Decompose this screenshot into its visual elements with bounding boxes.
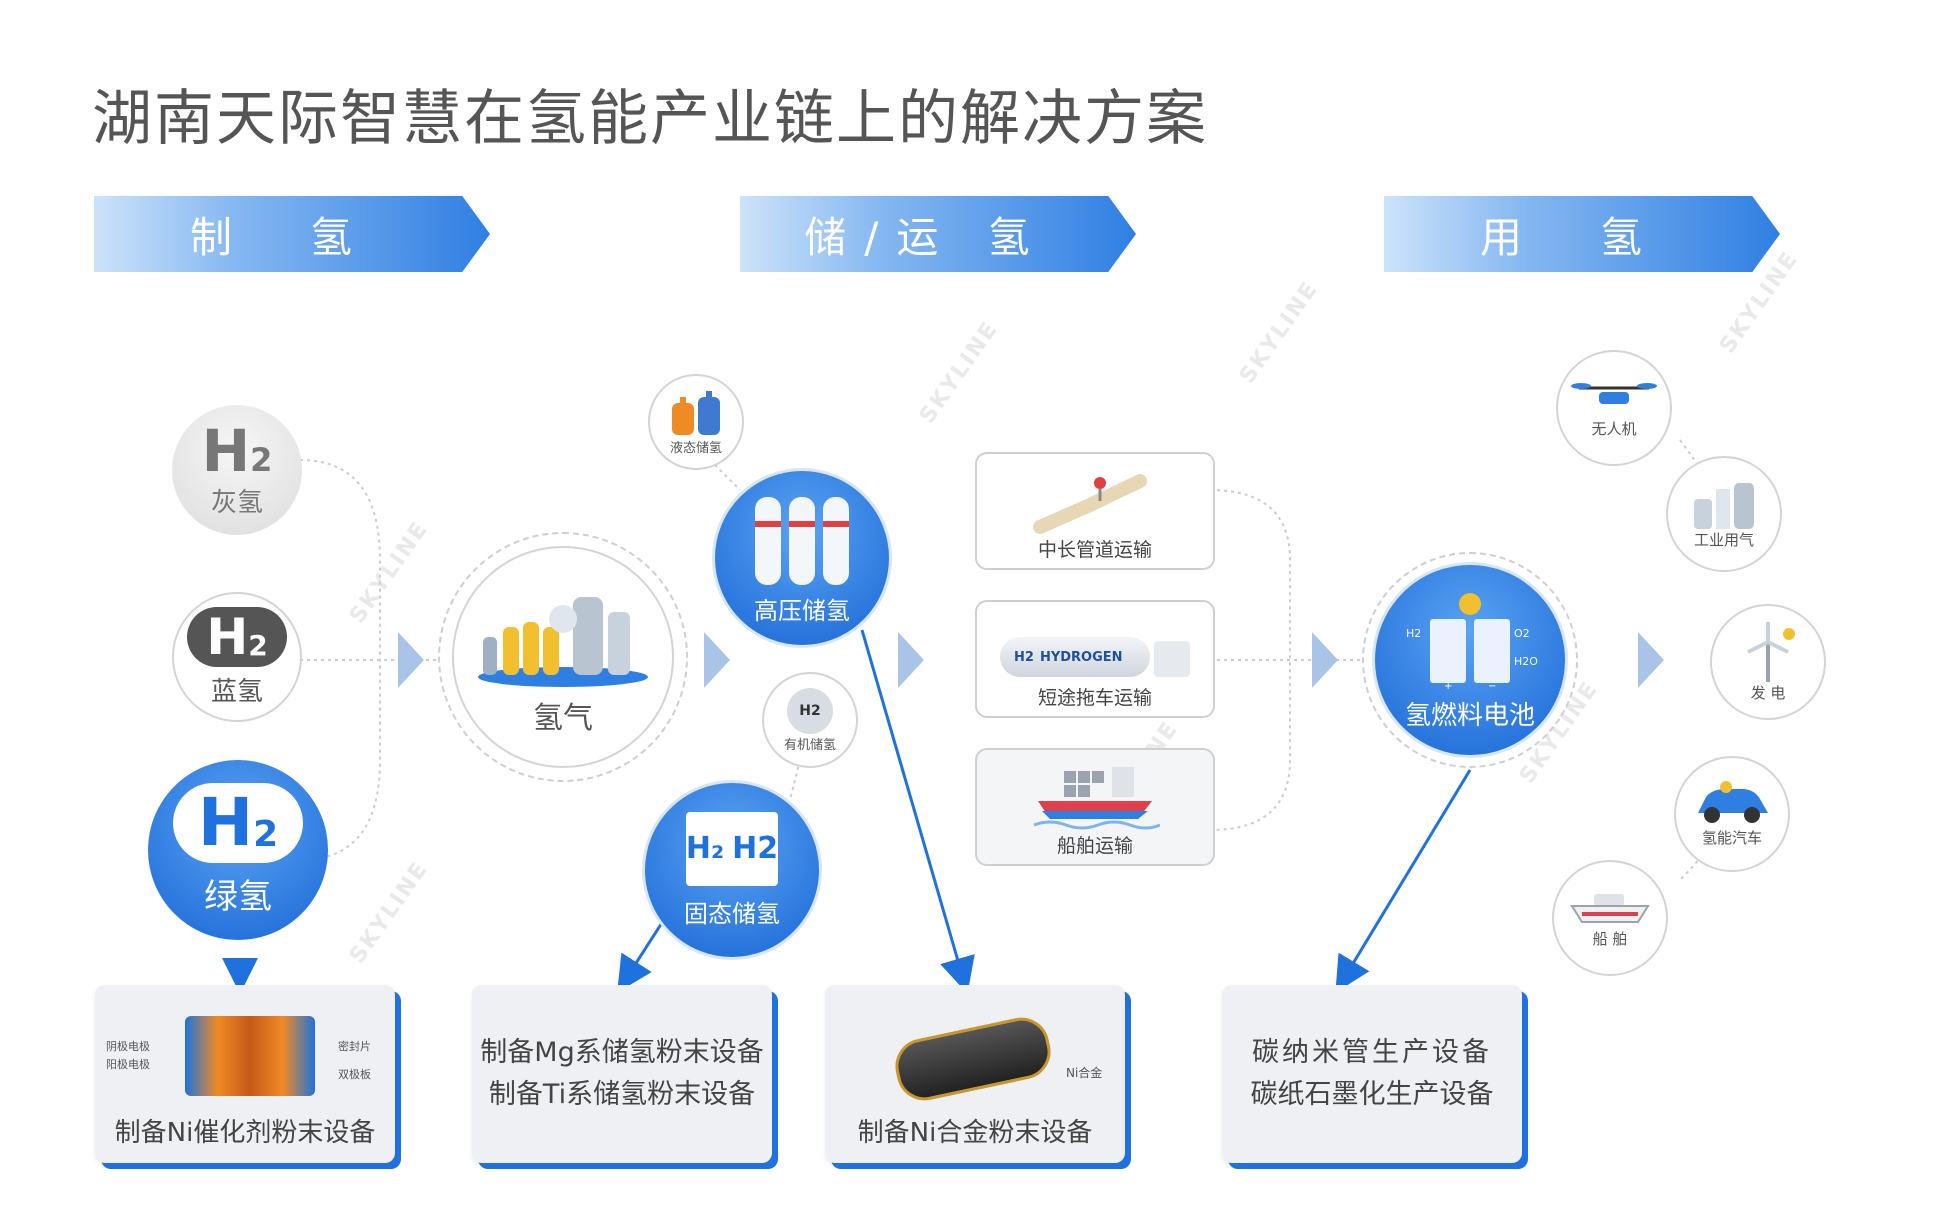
high-pressure-storage-label: 高压储氢 [754, 596, 850, 625]
equipment-card-cnt-label: 碳纳米管生产设备 [1252, 1037, 1492, 1068]
fuel-cell-minus: − [1488, 680, 1497, 692]
green-hydrogen-label: 绿氢 [204, 876, 272, 917]
high-pressure-storage-node: 高压储氢 [712, 468, 892, 648]
liquid-storage-label: 液态储氢 [669, 440, 722, 456]
organic-storage-label: 有机储氢 [783, 737, 836, 753]
use-drone-node: 无人机 [1556, 350, 1672, 466]
stage-banner-usage: 用 氢 [1384, 196, 1780, 272]
callout-seal: 密封片 [338, 1039, 371, 1053]
use-industrial-gas-label: 工业用气 [1693, 530, 1754, 549]
flow-chevron [704, 632, 730, 688]
fuel-cell-h2-in: H2 [1406, 626, 1422, 640]
electrolyzer-icon: 阴极电极 阳极电极 密封片 双极板 [100, 1006, 390, 1106]
callout-anode: 阳极电极 [106, 1057, 150, 1071]
ship-transport-box: 船舶运输 [975, 748, 1215, 866]
flow-chevron [1638, 632, 1664, 688]
page-title: 湖南天际智慧在氢能产业链上的解决方案 [92, 84, 1208, 154]
ship-icon [1570, 893, 1650, 923]
equipment-card-ni-catalyst: 阴极电极 阳极电极 密封片 双极板 制备Ni催化剂粉末设备 [95, 985, 395, 1163]
hydrogen-gas-ring: 氢气 [438, 532, 688, 782]
hydrogen-plant-icon [478, 597, 648, 687]
equipment-card-storage-powder: 制备Mg系储氢粉末设备 制备Ti系储氢粉末设备 [472, 985, 772, 1163]
car-icon [1698, 780, 1768, 823]
pipeline-icon [1033, 474, 1147, 534]
equipment-card-ni-alloy-label: 制备Ni合金粉末设备 [857, 1117, 1093, 1148]
flow-chevron [1312, 632, 1338, 688]
hydrogen-gas-node: 氢气 [452, 546, 674, 768]
hydrogen-tank-icon: Ni合金 [840, 1006, 1110, 1106]
pipeline-transport-box: 中长管道运输 [975, 452, 1215, 570]
callout-ni-alloy: Ni合金 [1066, 1065, 1103, 1080]
hydrogen-gas-label: 氢气 [533, 701, 593, 736]
cylinder-icon [755, 496, 849, 585]
pipeline-transport-label: 中长管道运输 [1037, 539, 1152, 561]
use-industrial-gas-node: 工业用气 [1666, 456, 1782, 572]
use-drone-label: 无人机 [1591, 419, 1637, 438]
use-hydrogen-car-label: 氢能汽车 [1701, 828, 1762, 847]
sphere-tank-icon: H2 [787, 687, 833, 734]
grey-hydrogen-node: H2 灰氢 [172, 405, 302, 535]
stage-label-production: 制 氢 [189, 212, 370, 262]
cargo-ship-icon [1033, 767, 1160, 830]
use-power-generation-node: 发 电 [1710, 604, 1826, 720]
fuel-cell-o2: O2 [1514, 626, 1530, 640]
stage-banner-production: 制 氢 [94, 196, 490, 272]
equipment-card-ni-alloy: Ni合金 制备Ni合金粉末设备 [825, 985, 1125, 1163]
callout-bipolar-plate: 双极板 [338, 1067, 371, 1081]
gas-bottle-icon [672, 390, 720, 435]
fuel-cell-node: H2 O2 H2O + − 氢燃料电池 [1372, 562, 1568, 758]
fuel-cell-ring: H2 O2 H2O + − 氢燃料电池 [1362, 552, 1578, 768]
use-power-generation-label: 发 电 [1750, 683, 1786, 702]
truck-h2-mark: H2 [1014, 649, 1034, 665]
stage-label-storage: 储/运 氢 [804, 212, 1048, 262]
equipment-card-ni-catalyst-label: 制备Ni催化剂粉末设备 [114, 1117, 376, 1148]
truck-icon: H2 HYDROGEN [1000, 637, 1190, 677]
equipment-card-graphitization-label: 碳纸石墨化生产设备 [1250, 1079, 1494, 1110]
use-hydrogen-car-node: 氢能汽车 [1674, 756, 1790, 872]
equipment-card-carbon: 碳纳米管生产设备 碳纸石墨化生产设备 [1222, 985, 1522, 1163]
drone-icon [1571, 382, 1657, 404]
liquid-storage-node: 液态储氢 [648, 374, 744, 470]
truck-text: HYDROGEN [1039, 649, 1123, 665]
flow-chevron [898, 632, 924, 688]
stage-label-usage: 用 氢 [1479, 212, 1660, 262]
factory-icon [1694, 482, 1754, 529]
trailer-transport-label: 短途拖车运输 [1037, 687, 1152, 709]
solid-storage-label: 固态储氢 [684, 899, 780, 928]
callout-cathode: 阴极电极 [106, 1039, 150, 1053]
use-ship-node: 船 舶 [1552, 860, 1668, 976]
equipment-card-mg-label: 制备Mg系储氢粉末设备 [480, 1037, 764, 1068]
equipment-card-ti-label: 制备Ti系储氢粉末设备 [488, 1079, 756, 1110]
ship-transport-label: 船舶运输 [1056, 835, 1133, 857]
wind-turbine-icon [1747, 621, 1795, 682]
grey-hydrogen-label: 灰氢 [210, 487, 263, 518]
fuel-cell-icon: H2 O2 H2O + − [1406, 589, 1538, 692]
flow-chevron [398, 632, 424, 688]
use-ship-label: 船 舶 [1592, 929, 1628, 948]
fuel-cell-label: 氢燃料电池 [1404, 700, 1535, 731]
trailer-transport-box: H2 HYDROGEN 短途拖车运输 [975, 600, 1215, 718]
fuel-cell-plus: + [1444, 680, 1453, 692]
fuel-cell-h2o: H2O [1514, 654, 1538, 668]
organic-storage-node: H2 有机储氢 [762, 672, 858, 768]
stage-banner-storage: 储/运 氢 [740, 196, 1136, 272]
blue-hydrogen-label: 蓝氢 [210, 676, 263, 707]
grey-hydrogen-formula: H2 [201, 416, 273, 485]
